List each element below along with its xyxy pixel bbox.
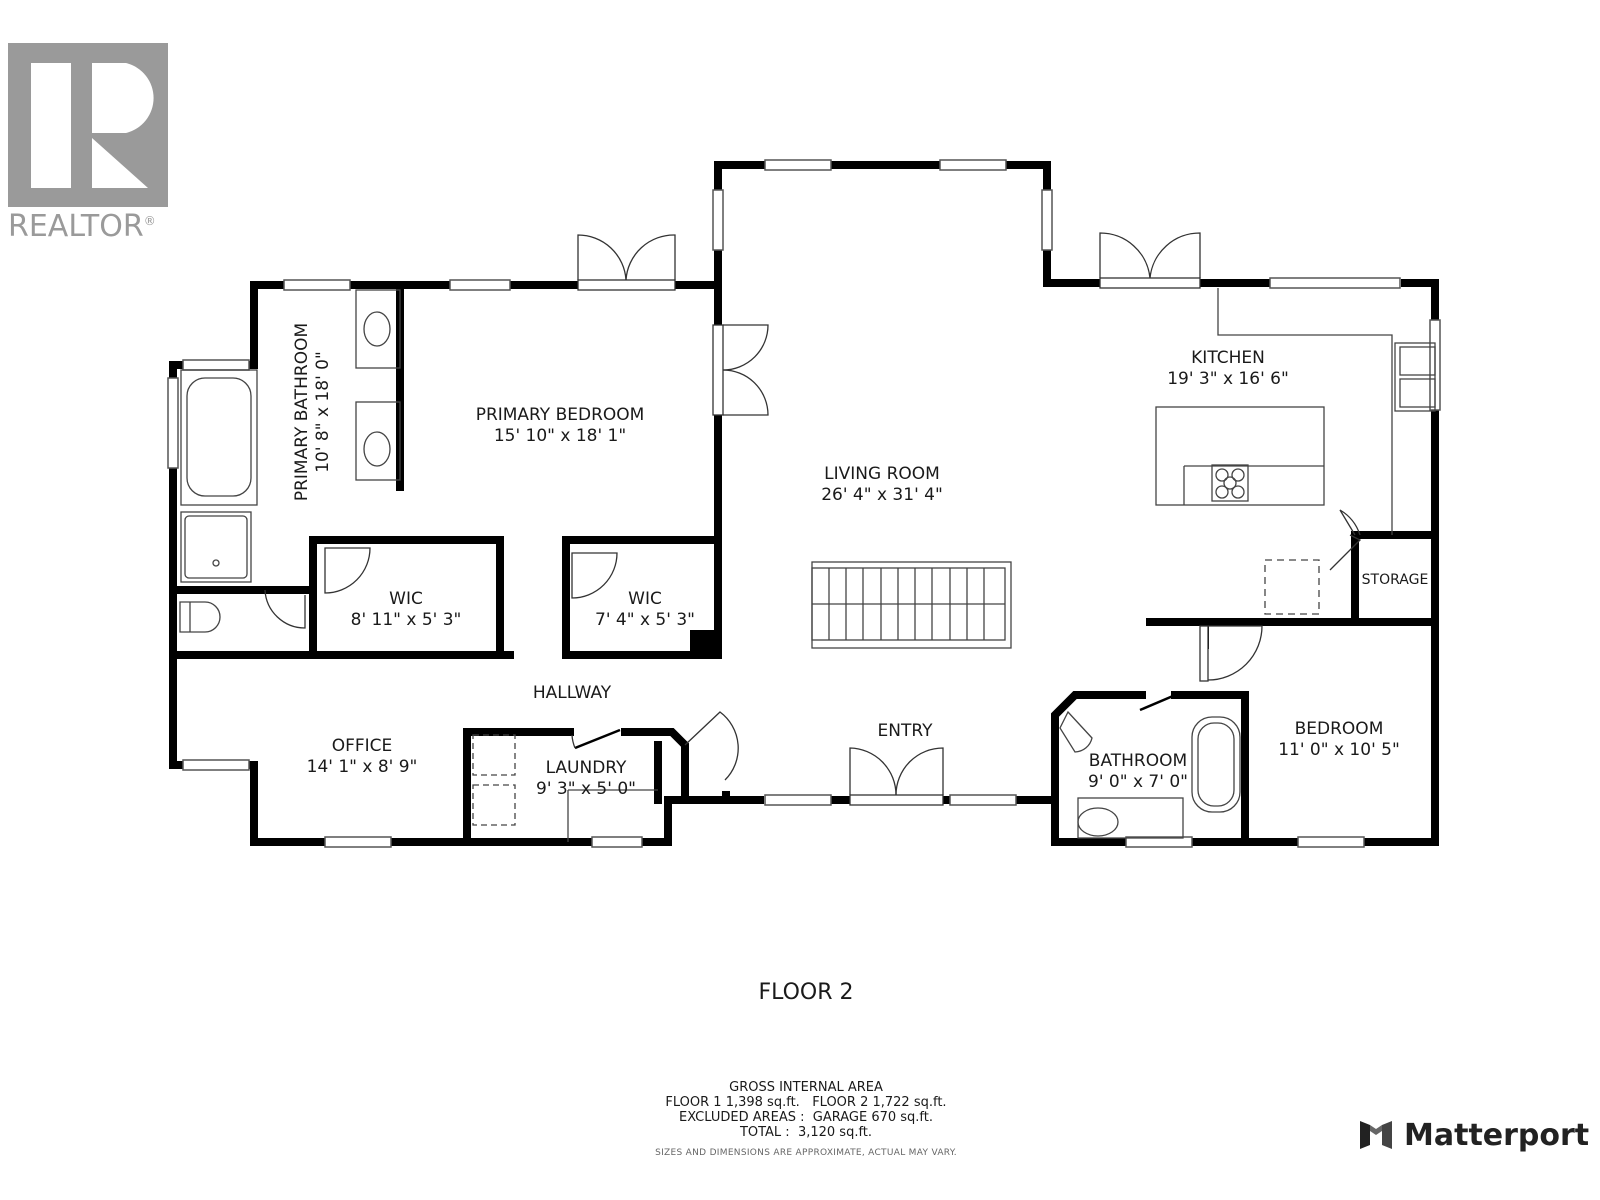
room-name: PRIMARY BEDROOM <box>475 405 645 425</box>
room-name: ENTRY <box>877 721 933 741</box>
room-label-primary-bathroom: PRIMARY BATHROOM 10' 8" x 18' 0" <box>292 323 334 501</box>
doors <box>264 232 1362 806</box>
room-label-bedroom: BEDROOM 11' 0" x 10' 5" <box>1278 719 1400 761</box>
room-label-entry: ENTRY <box>878 721 933 742</box>
room-label-wic-2: WIC 7' 4" x 5' 3" <box>595 589 695 631</box>
room-label-storage: STORAGE <box>1362 570 1429 591</box>
realtor-r-icon <box>8 43 168 207</box>
room-dimensions: 14' 1" x 8' 9" <box>306 757 418 777</box>
realtor-wordmark: REALTOR® <box>8 209 156 244</box>
room-dimensions: 10' 8" x 18' 0" <box>313 351 333 473</box>
room-name: HALLWAY <box>532 683 612 703</box>
room-dimensions: 15' 10" x 18' 1" <box>493 426 627 446</box>
room-name: KITCHEN <box>1191 348 1265 368</box>
room-name: OFFICE <box>331 736 393 756</box>
room-name: WIC <box>389 589 423 609</box>
room-label-laundry: LAUNDRY 9' 3" x 5' 0" <box>536 758 636 800</box>
room-label-primary-bedroom: PRIMARY BEDROOM 15' 10" x 18' 1" <box>476 405 645 447</box>
area-floors: FLOOR 1 1,398 sq.ft. FLOOR 2 1,722 sq.ft… <box>665 1095 947 1110</box>
room-dimensions: 7' 4" x 5' 3" <box>595 610 695 630</box>
room-dimensions: 9' 0" x 7' 0" <box>1088 772 1188 792</box>
matterport-mark-icon <box>1360 1121 1392 1149</box>
matterport-wordmark: Matterport <box>1404 1117 1590 1153</box>
room-dimensions: 26' 4" x 31' 4" <box>821 485 943 505</box>
area-summary: GROSS INTERNAL AREA FLOOR 1 1,398 sq.ft.… <box>655 1080 957 1161</box>
room-name: PRIMARY BATHROOM <box>292 322 312 502</box>
area-disclaimer: SIZES AND DIMENSIONS ARE APPROXIMATE, AC… <box>655 1148 957 1158</box>
area-heading: GROSS INTERNAL AREA <box>729 1080 883 1095</box>
room-label-wic-1: WIC 8' 11" x 5' 3" <box>351 589 462 631</box>
room-label-office: OFFICE 14' 1" x 8' 9" <box>307 736 418 778</box>
matterport-logo: Matterport <box>1358 1117 1589 1153</box>
room-name: BATHROOM <box>1088 751 1188 771</box>
room-name: LIVING ROOM <box>824 464 940 484</box>
area-total: TOTAL : 3,120 sq.ft. <box>739 1125 873 1140</box>
room-dimensions: 19' 3" x 16' 6" <box>1167 369 1289 389</box>
room-label-kitchen: KITCHEN 19' 3" x 16' 6" <box>1167 348 1289 390</box>
wic-corner-block <box>690 630 718 655</box>
floor-title: FLOOR 2 <box>758 980 854 1005</box>
room-name: BEDROOM <box>1294 719 1384 739</box>
realtor-logo: REALTOR® <box>8 43 170 244</box>
room-label-hallway: HALLWAY <box>533 683 611 704</box>
room-dimensions: 11' 0" x 10' 5" <box>1278 740 1400 760</box>
room-label-living-room: LIVING ROOM 26' 4" x 31' 4" <box>821 464 943 506</box>
room-name: WIC <box>628 589 662 609</box>
room-dimensions: 9' 3" x 5' 0" <box>536 779 636 799</box>
fixtures <box>179 288 1436 842</box>
room-name: STORAGE <box>1361 572 1429 588</box>
area-excluded: EXCLUDED AREAS : GARAGE 670 sq.ft. <box>678 1110 934 1125</box>
room-label-bathroom: BATHROOM 9' 0" x 7' 0" <box>1088 751 1188 793</box>
room-name: LAUNDRY <box>545 758 627 778</box>
room-dimensions: 8' 11" x 5' 3" <box>350 610 462 630</box>
